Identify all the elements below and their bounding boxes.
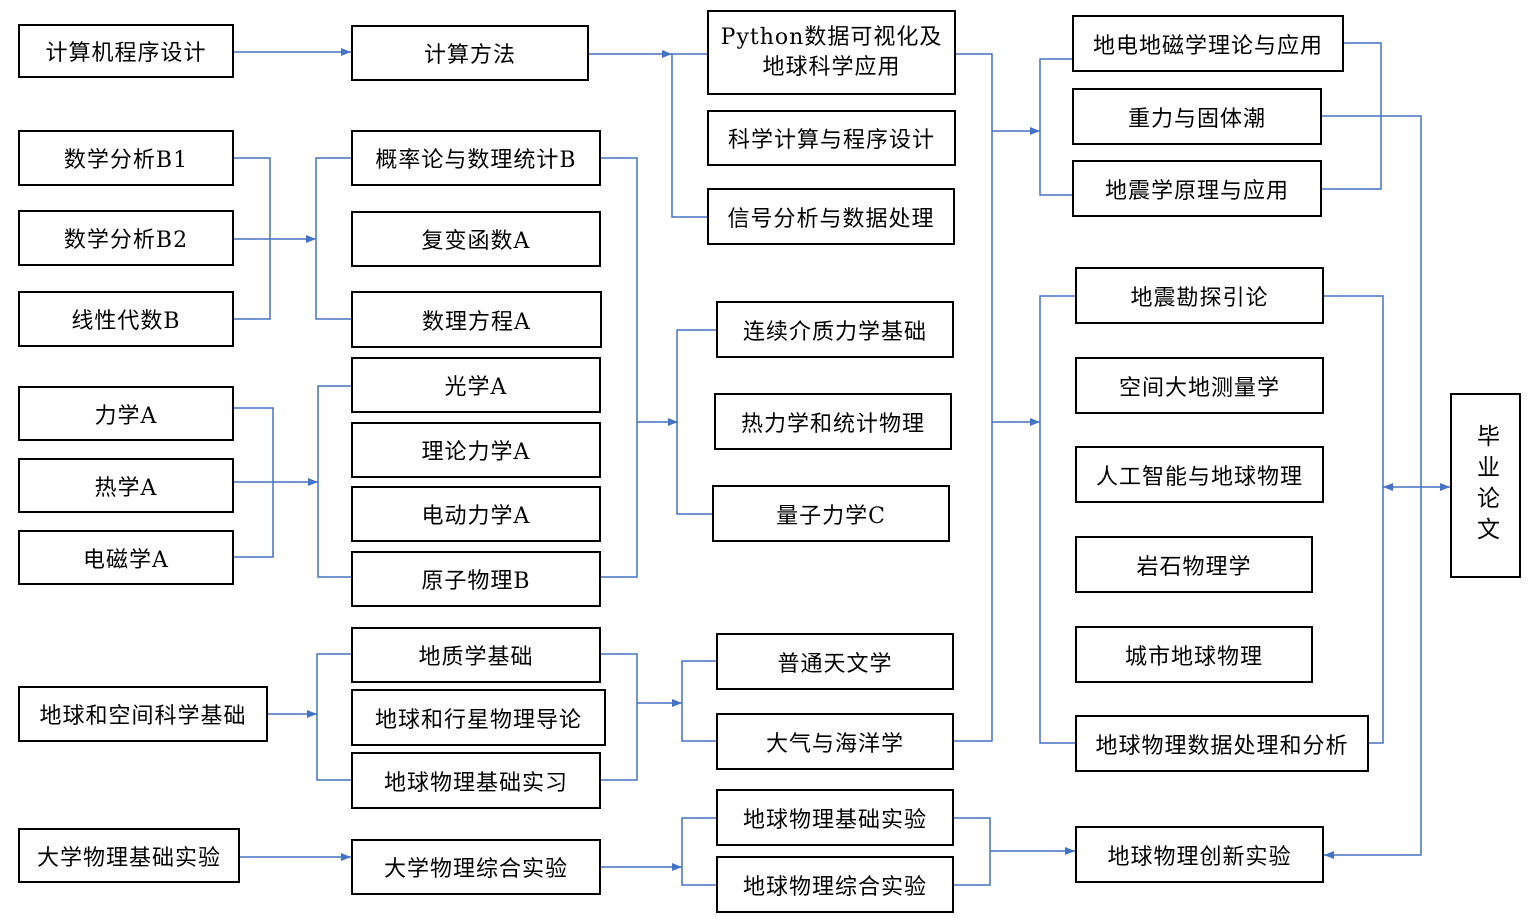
course-mechanics-a: 力学A <box>18 386 234 441</box>
bracket-computing-group <box>671 53 707 218</box>
course-general-astronomy: 普通天文学 <box>716 633 954 690</box>
course-seismic-exploration: 地震勘探引论 <box>1075 267 1324 324</box>
course-label: 地球物理基础实习 <box>383 770 568 796</box>
bracket-middle-right-group-right <box>1324 295 1384 744</box>
course-label: 普通天文学 <box>777 651 893 677</box>
bracket-top-right-group-left <box>1039 58 1072 196</box>
course-label: 大学物理综合实验 <box>383 857 568 882</box>
course-electrodynamics-a: 电动力学A <box>351 486 601 542</box>
course-theoretical-mechanics-a: 理论力学A <box>351 422 601 478</box>
bracket-astronomy-group <box>681 660 716 742</box>
course-label: 计算机程序设计 <box>45 41 207 66</box>
course-label: 科学计算与程序设计 <box>727 128 935 153</box>
course-continuum-mechanics: 连续介质力学基础 <box>716 301 954 358</box>
course-optics-a: 光学A <box>351 357 601 413</box>
course-label: 地球和行星物理导论 <box>374 707 582 733</box>
course-label: 城市地球物理 <box>1124 644 1263 670</box>
course-label: 概率论与数理统计B <box>375 148 577 173</box>
course-geophysics-basic-fieldwork: 地球物理基础实习 <box>351 752 601 809</box>
course-label: 大气与海洋学 <box>765 731 904 757</box>
course-label: Python数据可视化及 地球科学应用 <box>720 24 943 80</box>
course-geophysics-comprehensive-lab: 地球物理综合实验 <box>716 856 954 913</box>
course-geology-basics: 地质学基础 <box>351 627 601 683</box>
course-label: 连续介质力学基础 <box>742 319 927 345</box>
course-label: 数理方程A <box>422 309 531 335</box>
bracket-advanced-physics <box>676 329 716 515</box>
course-label: 地球物理创新实验 <box>1107 844 1292 870</box>
course-label: 人工智能与地球物理 <box>1095 464 1303 490</box>
course-atmosphere-ocean: 大气与海洋学 <box>716 713 954 770</box>
bracket-physics-group-right <box>317 385 351 578</box>
course-gravity-earth-tides: 重力与固体潮 <box>1072 88 1322 145</box>
course-graduation-thesis: 毕业论文 <box>1450 393 1521 578</box>
bracket-geophysics-labs-left <box>681 817 716 886</box>
course-label: 重力与固体潮 <box>1127 106 1266 132</box>
course-label: 复变函数A <box>421 229 531 254</box>
course-earth-planetary-physics-intro: 地球和行星物理导论 <box>351 689 606 746</box>
course-label: 岩石物理学 <box>1136 554 1252 580</box>
course-label: 计算方法 <box>423 43 516 68</box>
course-geoelectric-geomagnetism: 地电地磁学理论与应用 <box>1072 15 1344 72</box>
course-math-analysis-b1: 数学分析B1 <box>18 130 234 186</box>
course-geophysics-data-processing: 地球物理数据处理和分析 <box>1075 715 1369 772</box>
course-complex-functions-a: 复变函数A <box>351 211 601 267</box>
course-label: 地球物理数据处理和分析 <box>1095 733 1349 759</box>
course-label: 地球物理综合实验 <box>742 874 927 900</box>
course-label: 地震学原理与应用 <box>1104 178 1289 204</box>
bracket-middle-right-group-left <box>1039 295 1075 744</box>
course-earth-space-science-basics: 地球和空间科学基础 <box>18 686 268 742</box>
bracket-column-2-right <box>601 157 638 578</box>
course-label: 数学分析B2 <box>63 228 189 253</box>
course-label: 电动力学A <box>421 504 531 529</box>
course-urban-geophysics: 城市地球物理 <box>1075 626 1313 683</box>
course-heat-a: 热学A <box>18 458 234 513</box>
course-computer-programming: 计算机程序设计 <box>18 24 234 78</box>
course-label: 热学A <box>94 475 158 501</box>
course-label: 光学A <box>444 375 508 400</box>
course-label: 信号分析与数据处理 <box>727 206 935 232</box>
course-rock-physics: 岩石物理学 <box>1075 536 1313 593</box>
course-electromagnetism-a: 电磁学A <box>18 530 234 585</box>
bracket-geophysics-labs-right <box>954 817 991 886</box>
course-label: 线性代数B <box>71 309 181 334</box>
course-label: 理论力学A <box>421 440 531 465</box>
course-comprehensive-physics-lab: 大学物理综合实验 <box>351 839 601 895</box>
course-basic-physics-lab: 大学物理基础实验 <box>18 828 240 883</box>
bracket-geo-group-left <box>316 653 351 781</box>
course-label: 原子物理B <box>421 569 531 594</box>
course-math-physics-equations-a: 数理方程A <box>351 291 602 348</box>
course-label: 地电地磁学理论与应用 <box>1092 33 1323 59</box>
bracket-geo-group-right <box>601 653 638 781</box>
course-computational-methods: 计算方法 <box>351 25 589 81</box>
course-label: 地震勘探引论 <box>1130 285 1269 311</box>
course-label: 热力学和统计物理 <box>740 411 925 437</box>
course-label: 毕业论文 <box>1472 423 1499 548</box>
course-label: 空间大地测量学 <box>1118 375 1280 401</box>
course-atomic-physics-b: 原子物理B <box>351 551 601 607</box>
course-probability-statistics-b: 概率论与数理统计B <box>351 130 601 186</box>
course-label: 数学分析B1 <box>63 148 189 173</box>
course-quantum-mechanics-c: 量子力学C <box>712 485 950 542</box>
course-ai-geophysics: 人工智能与地球物理 <box>1075 446 1324 503</box>
course-label: 力学A <box>94 403 158 429</box>
course-label: 大学物理基础实验 <box>36 845 221 871</box>
course-scientific-computing: 科学计算与程序设计 <box>707 110 956 166</box>
bracket-math-group-right <box>315 157 351 320</box>
course-label: 地质学基础 <box>418 645 534 670</box>
course-signal-analysis: 信号分析与数据处理 <box>707 188 955 245</box>
course-thermo-statistical-physics: 热力学和统计物理 <box>714 393 952 450</box>
course-label: 地球和空间科学基础 <box>39 704 247 729</box>
course-geophysics-basic-lab: 地球物理基础实验 <box>716 789 954 846</box>
course-label: 地球物理基础实验 <box>742 807 927 833</box>
course-seismology: 地震学原理与应用 <box>1072 160 1322 217</box>
course-python-visualization: Python数据可视化及 地球科学应用 <box>707 10 956 95</box>
course-geophysics-innovation-lab: 地球物理创新实验 <box>1075 826 1324 883</box>
course-label: 电磁学A <box>83 547 169 573</box>
course-linear-algebra-b: 线性代数B <box>18 291 234 347</box>
trunk-column-3-right <box>954 53 993 742</box>
course-space-geodesy: 空间大地测量学 <box>1075 357 1324 414</box>
course-label: 量子力学C <box>776 503 886 529</box>
course-math-analysis-b2: 数学分析B2 <box>18 210 234 266</box>
